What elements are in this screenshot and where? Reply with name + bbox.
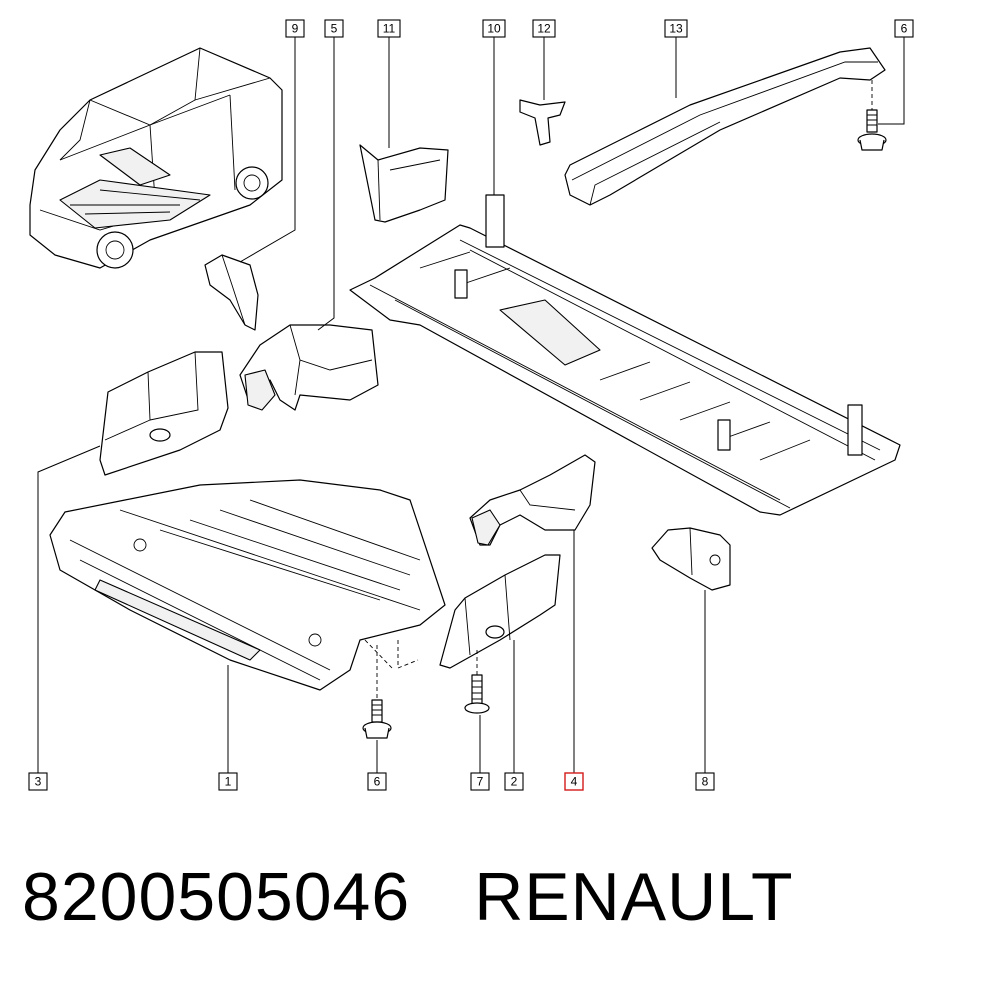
- callout-8: 8: [695, 772, 715, 791]
- part-13-side-rail: [564, 47, 886, 206]
- callout-8-label: 8: [702, 775, 709, 789]
- callout-9: 9: [285, 19, 305, 38]
- callout-6-top: 6: [894, 19, 914, 38]
- callout-6-top-label: 6: [901, 22, 908, 36]
- callout-11: 11: [377, 19, 401, 38]
- part-8-bracket: [651, 527, 731, 591]
- callout-3-label: 3: [35, 775, 42, 789]
- part-11-panel: [359, 144, 449, 223]
- part-2-shield: [439, 554, 561, 669]
- callout-2: 2: [504, 772, 524, 791]
- part-3-shield: [99, 351, 229, 476]
- callout-11-label: 11: [383, 22, 396, 36]
- part-5-deflector: [239, 324, 379, 411]
- part-4-deflector: [469, 454, 596, 546]
- part-1-front-undertray: [49, 479, 446, 691]
- callout-10: 10: [482, 19, 506, 38]
- callout-6-bottom-label: 6: [374, 775, 381, 789]
- part-12-bracket: [519, 99, 566, 146]
- brand-name: RENAULT: [474, 859, 794, 935]
- callout-2-label: 2: [511, 775, 518, 789]
- callout-6-bottom: 6: [367, 772, 387, 791]
- callout-10-label: 10: [487, 22, 501, 36]
- van-overview-illustration: [29, 47, 283, 269]
- callout-4-highlighted: 4: [564, 772, 584, 791]
- callout-9-label: 9: [292, 22, 299, 36]
- callout-13-label: 13: [669, 22, 683, 36]
- part-9-bracket: [204, 254, 259, 331]
- callout-5-label: 5: [331, 22, 338, 36]
- part-caption: 8200505046 RENAULT: [22, 858, 794, 936]
- callout-5: 5: [324, 19, 344, 38]
- part-6-bolt-upper: [857, 109, 887, 151]
- callout-1: 1: [218, 772, 238, 791]
- callout-12-label: 12: [537, 22, 551, 36]
- callout-7-label: 7: [477, 775, 484, 789]
- callout-3: 3: [28, 772, 48, 791]
- part-7-bolt: [464, 674, 490, 714]
- callout-1-label: 1: [225, 775, 232, 789]
- part-10-underbody-frame: [349, 194, 901, 516]
- callout-7: 7: [470, 772, 490, 791]
- part-6-bolt-lower: [362, 699, 392, 739]
- part-number: 8200505046: [22, 859, 411, 935]
- callout-12: 12: [532, 19, 556, 38]
- callout-13: 13: [664, 19, 688, 38]
- callout-4-label: 4: [571, 775, 578, 789]
